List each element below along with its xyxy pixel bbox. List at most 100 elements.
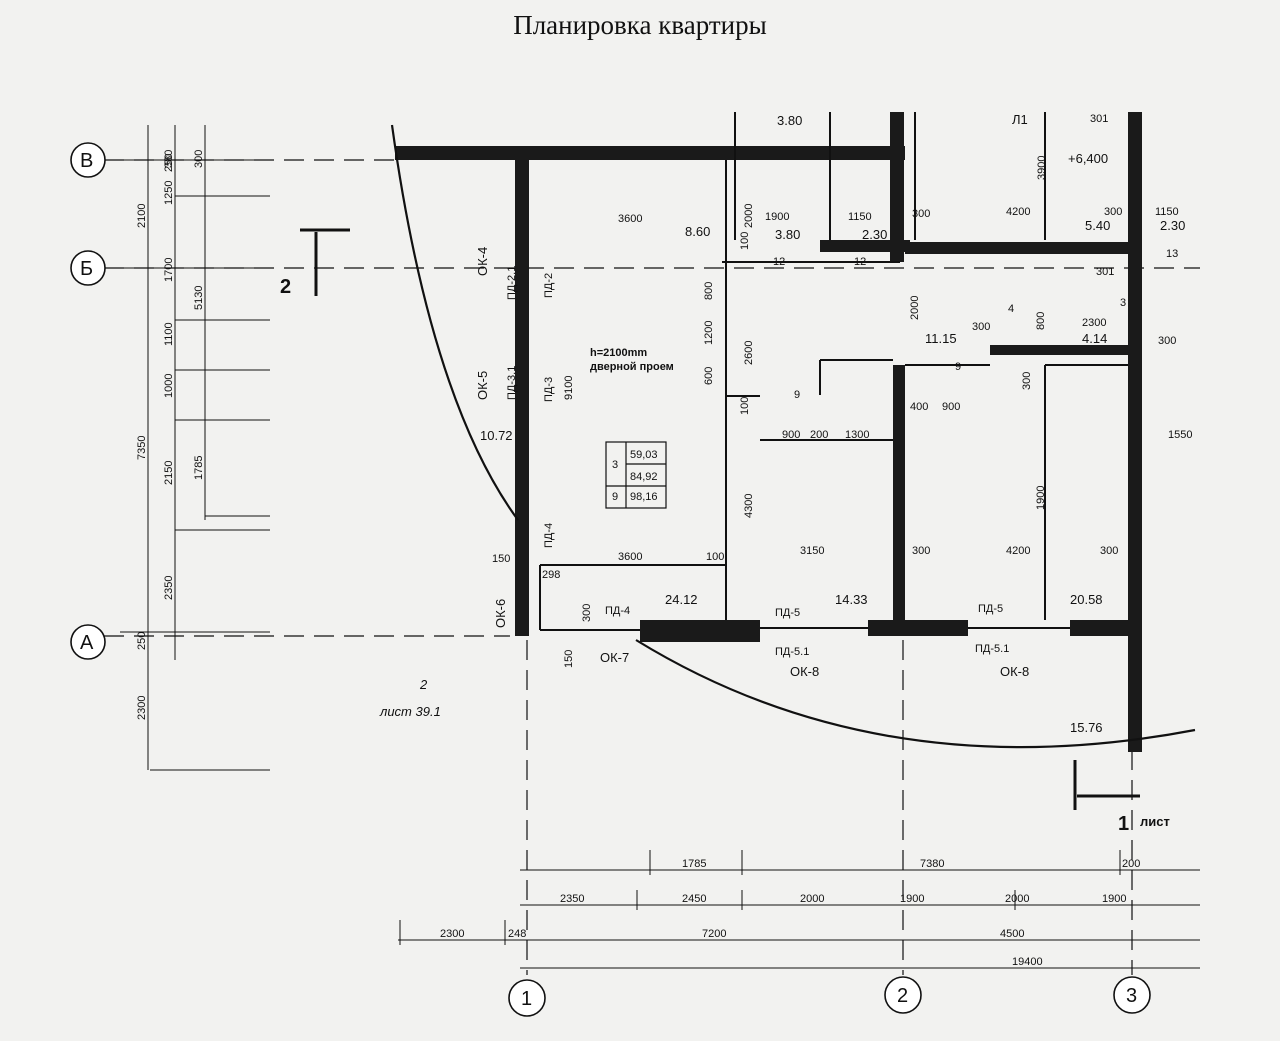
dim-bottom: 200 xyxy=(1122,858,1140,870)
plan-dim: 9100 xyxy=(563,376,575,400)
room-area: 14.33 xyxy=(835,592,868,607)
dim-bottom: 19400 xyxy=(1012,956,1043,968)
window-mark: ОК-8 xyxy=(1000,664,1029,679)
plan-dim: 300 xyxy=(912,545,930,557)
plan-dim: 600 xyxy=(703,367,715,385)
element-tag: 301 xyxy=(1090,113,1108,125)
axis-label-b: Б xyxy=(80,258,93,280)
plan-dim: 4200 xyxy=(1006,206,1030,218)
dim-left: 250 xyxy=(163,154,175,172)
dim-left: 2300 xyxy=(136,696,148,720)
section-ref: лист 39.1 xyxy=(379,704,441,719)
element-tag: 13 xyxy=(1166,248,1178,260)
dim-bottom: 4500 xyxy=(1000,928,1024,940)
room-area: 20.58 xyxy=(1070,592,1103,607)
dim-left: 1000 xyxy=(163,374,175,398)
dim-left: 1785 xyxy=(193,456,205,480)
dim-bottom: 2350 xyxy=(560,893,584,905)
room-area: 2.30 xyxy=(862,227,887,242)
window-mark: ОК-7 xyxy=(600,650,629,665)
door-mark: ПД-5.1 xyxy=(975,643,1009,655)
axis-label-2: 2 xyxy=(897,985,908,1007)
plan-dim: 3600 xyxy=(618,551,642,563)
plan-dim: 4200 xyxy=(1006,545,1030,557)
legend-value: 59,03 xyxy=(630,449,658,461)
door-mark: ПД-4 xyxy=(605,605,630,617)
room-area: 3.80 xyxy=(775,227,800,242)
legend-key: 3 xyxy=(612,459,618,471)
plan-dim: 3900 xyxy=(1036,156,1048,180)
plan-dim: 300 xyxy=(1021,372,1033,390)
door-mark: ПД-4 xyxy=(543,523,555,548)
plan-dim: 4300 xyxy=(743,494,755,518)
dim-left: 7350 xyxy=(136,436,148,460)
element-tag: Л1 xyxy=(1012,112,1028,127)
axis-label-3: 3 xyxy=(1126,985,1137,1007)
dim-left: 250 xyxy=(136,632,148,650)
dim-left: 2150 xyxy=(163,461,175,485)
window-mark: ОК-8 xyxy=(790,664,819,679)
opening-note: дверной проем xyxy=(590,361,674,373)
plan-dim: 1550 xyxy=(1168,429,1192,441)
plan-dim: 1900 xyxy=(765,211,789,223)
plan-dim: 300 xyxy=(581,604,593,622)
dim-left: 5130 xyxy=(193,286,205,310)
level-mark: +6,400 xyxy=(1068,151,1108,166)
element-tag: 301 xyxy=(1096,266,1114,278)
dim-bottom: 2300 xyxy=(440,928,464,940)
plan-dim: 200 xyxy=(810,429,828,441)
plan-dim: 1150 xyxy=(1155,206,1179,218)
door-mark: ПД-2 xyxy=(543,273,555,298)
plan-dim: 400 xyxy=(910,401,928,413)
axis-label-v: В xyxy=(80,150,93,172)
door-mark: ПД-5.1 xyxy=(775,646,809,658)
dimension-lines xyxy=(120,125,1200,969)
plan-dim: 298 xyxy=(542,569,560,581)
axis-lines xyxy=(104,159,1200,975)
dim-bottom: 7200 xyxy=(702,928,726,940)
dim-left: 1700 xyxy=(163,258,175,282)
legend-value: 98,16 xyxy=(630,491,658,503)
dim-bottom: 1900 xyxy=(900,893,924,905)
window-mark: ОК-5 xyxy=(475,371,490,400)
room-area: 24.12 xyxy=(665,592,698,607)
window-mark: ОК-4 xyxy=(475,247,490,276)
dim-left: 1250 xyxy=(163,181,175,205)
room-area: 8.60 xyxy=(685,224,710,239)
room-area: 4.14 xyxy=(1082,331,1107,346)
plan-dim: 2000 xyxy=(909,296,921,320)
door-mark: ПД-3 xyxy=(543,377,555,402)
partitions xyxy=(539,112,1128,631)
plan-dim: 3600 xyxy=(618,213,642,225)
element-tag: 9 xyxy=(794,389,800,401)
facade-arcs xyxy=(390,124,1196,749)
walls xyxy=(395,112,1142,752)
dim-left: 2100 xyxy=(136,204,148,228)
plan-dim: 300 xyxy=(1158,335,1176,347)
door-mark: ПД-5 xyxy=(978,603,1003,615)
plan-dim: 900 xyxy=(942,401,960,413)
dim-bottom: 1785 xyxy=(682,858,706,870)
plan-dim: 1150 xyxy=(848,211,872,223)
element-tag: 4 xyxy=(1008,303,1014,315)
room-area: 5.40 xyxy=(1085,218,1110,233)
plan-dim: 3150 xyxy=(800,545,824,557)
dim-bottom: 248 xyxy=(508,928,526,940)
element-tag: 3 xyxy=(1120,297,1126,309)
plan-dim: 300 xyxy=(912,208,930,220)
element-tag: 9 xyxy=(955,361,961,373)
plan-dim: 800 xyxy=(703,282,715,300)
room-area: 11.15 xyxy=(925,331,957,346)
plan-dim: 100 xyxy=(706,551,724,563)
plan-dim: 800 xyxy=(1035,312,1047,330)
plan-dim: 100 xyxy=(739,397,751,415)
element-tag: 12 xyxy=(773,256,785,268)
room-area: 2.30 xyxy=(1160,218,1185,233)
opening-note: h=2100mm xyxy=(590,347,647,359)
plan-dim: 1900 xyxy=(1035,486,1047,510)
door-mark: ПД-3.1 xyxy=(506,366,518,400)
dim-left: 1100 xyxy=(163,322,175,346)
dim-bottom: 2000 xyxy=(1005,893,1029,905)
dim-bottom: 2000 xyxy=(800,893,824,905)
